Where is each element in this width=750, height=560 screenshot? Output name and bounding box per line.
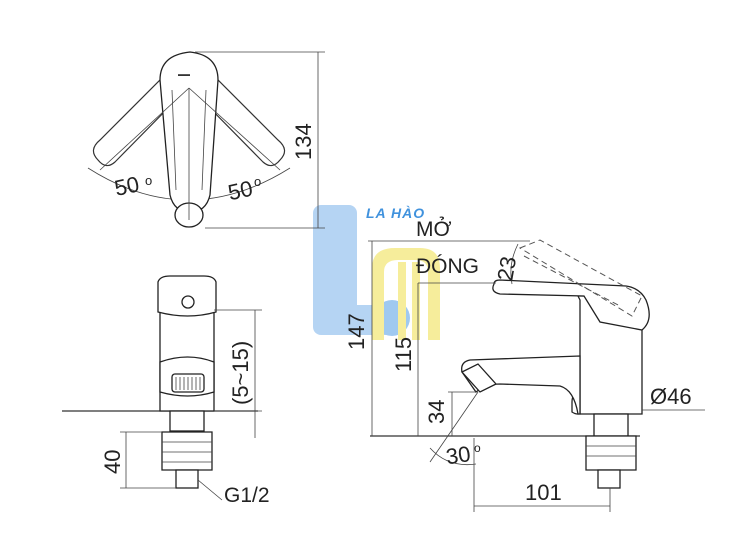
- side-view-label-close: ĐÓNG: [416, 255, 479, 278]
- front-view: (5~15) 40 G1/2: [62, 275, 270, 507]
- top-view-lever-inner: [171, 89, 207, 191]
- side-view-body-diameter: Ø46: [650, 384, 692, 409]
- logo-yellow-stripe-2: [412, 262, 420, 340]
- top-view: ▬▬ 50 o 50 o 134: [87, 51, 325, 229]
- side-view-spout-angle-degree: o: [474, 441, 481, 455]
- front-view-nut-detail: [162, 441, 212, 463]
- top-view-angle-left-degree: o: [145, 173, 152, 188]
- logo-blue-bar: [313, 205, 357, 335]
- front-view-handle-screw: [181, 295, 195, 309]
- side-view-handle-open-edge: [523, 255, 621, 307]
- side-view-reach: 101: [525, 480, 562, 505]
- side-view-aerator: [460, 363, 498, 393]
- side-view-spout-angle-ray: [429, 391, 479, 463]
- front-view-shank: [169, 410, 205, 432]
- side-view-spout-angle-arc: [429, 447, 477, 466]
- side-view-label-open: MỞ: [416, 217, 452, 241]
- top-view-height-dim: 134: [291, 123, 316, 160]
- logo-yellow-arch: [372, 248, 440, 340]
- top-view-ray-left: [99, 87, 190, 171]
- front-view-thread-leader: [197, 479, 223, 501]
- side-view-handle-closed: [492, 279, 650, 331]
- side-view-nut: [585, 435, 637, 471]
- side-view: MỞ ĐÓNG 23 147 115 34 30 o 101 Ø46: [344, 217, 705, 512]
- side-view-thread: [597, 469, 621, 489]
- top-view-ray-right: [188, 87, 281, 171]
- top-view-angle-left: 50: [112, 171, 141, 201]
- side-view-spout-angle: 30: [444, 441, 472, 469]
- side-view-handle-open: [518, 239, 643, 317]
- side-view-lever-angle: 23: [492, 254, 521, 282]
- front-view-thread: [175, 469, 199, 489]
- logo-text: LA HÀO: [366, 205, 425, 221]
- front-view-base-dim: 40: [100, 450, 125, 474]
- side-view-lever-angle-arc: [510, 243, 519, 285]
- front-view-thread-label: G1/2: [224, 484, 270, 507]
- top-view-angle-right-degree: o: [254, 174, 261, 189]
- logo-yellow-stripe: [398, 262, 406, 340]
- brand-logo: LA HÀO: [313, 205, 440, 340]
- front-view-nut: [161, 431, 213, 471]
- side-view-nut-detail: [586, 445, 636, 457]
- side-view-shank: [593, 413, 629, 437]
- front-view-aerator-mesh: [175, 377, 201, 390]
- front-view-flow-dim: (5~15): [228, 341, 253, 405]
- side-view-total-height: 147: [344, 313, 369, 350]
- side-view-spout-height: 115: [391, 337, 416, 372]
- side-view-outlet-height: 34: [424, 400, 449, 424]
- top-view-brand-mark: ▬▬: [178, 72, 190, 78]
- top-view-angle-right: 50: [226, 176, 255, 206]
